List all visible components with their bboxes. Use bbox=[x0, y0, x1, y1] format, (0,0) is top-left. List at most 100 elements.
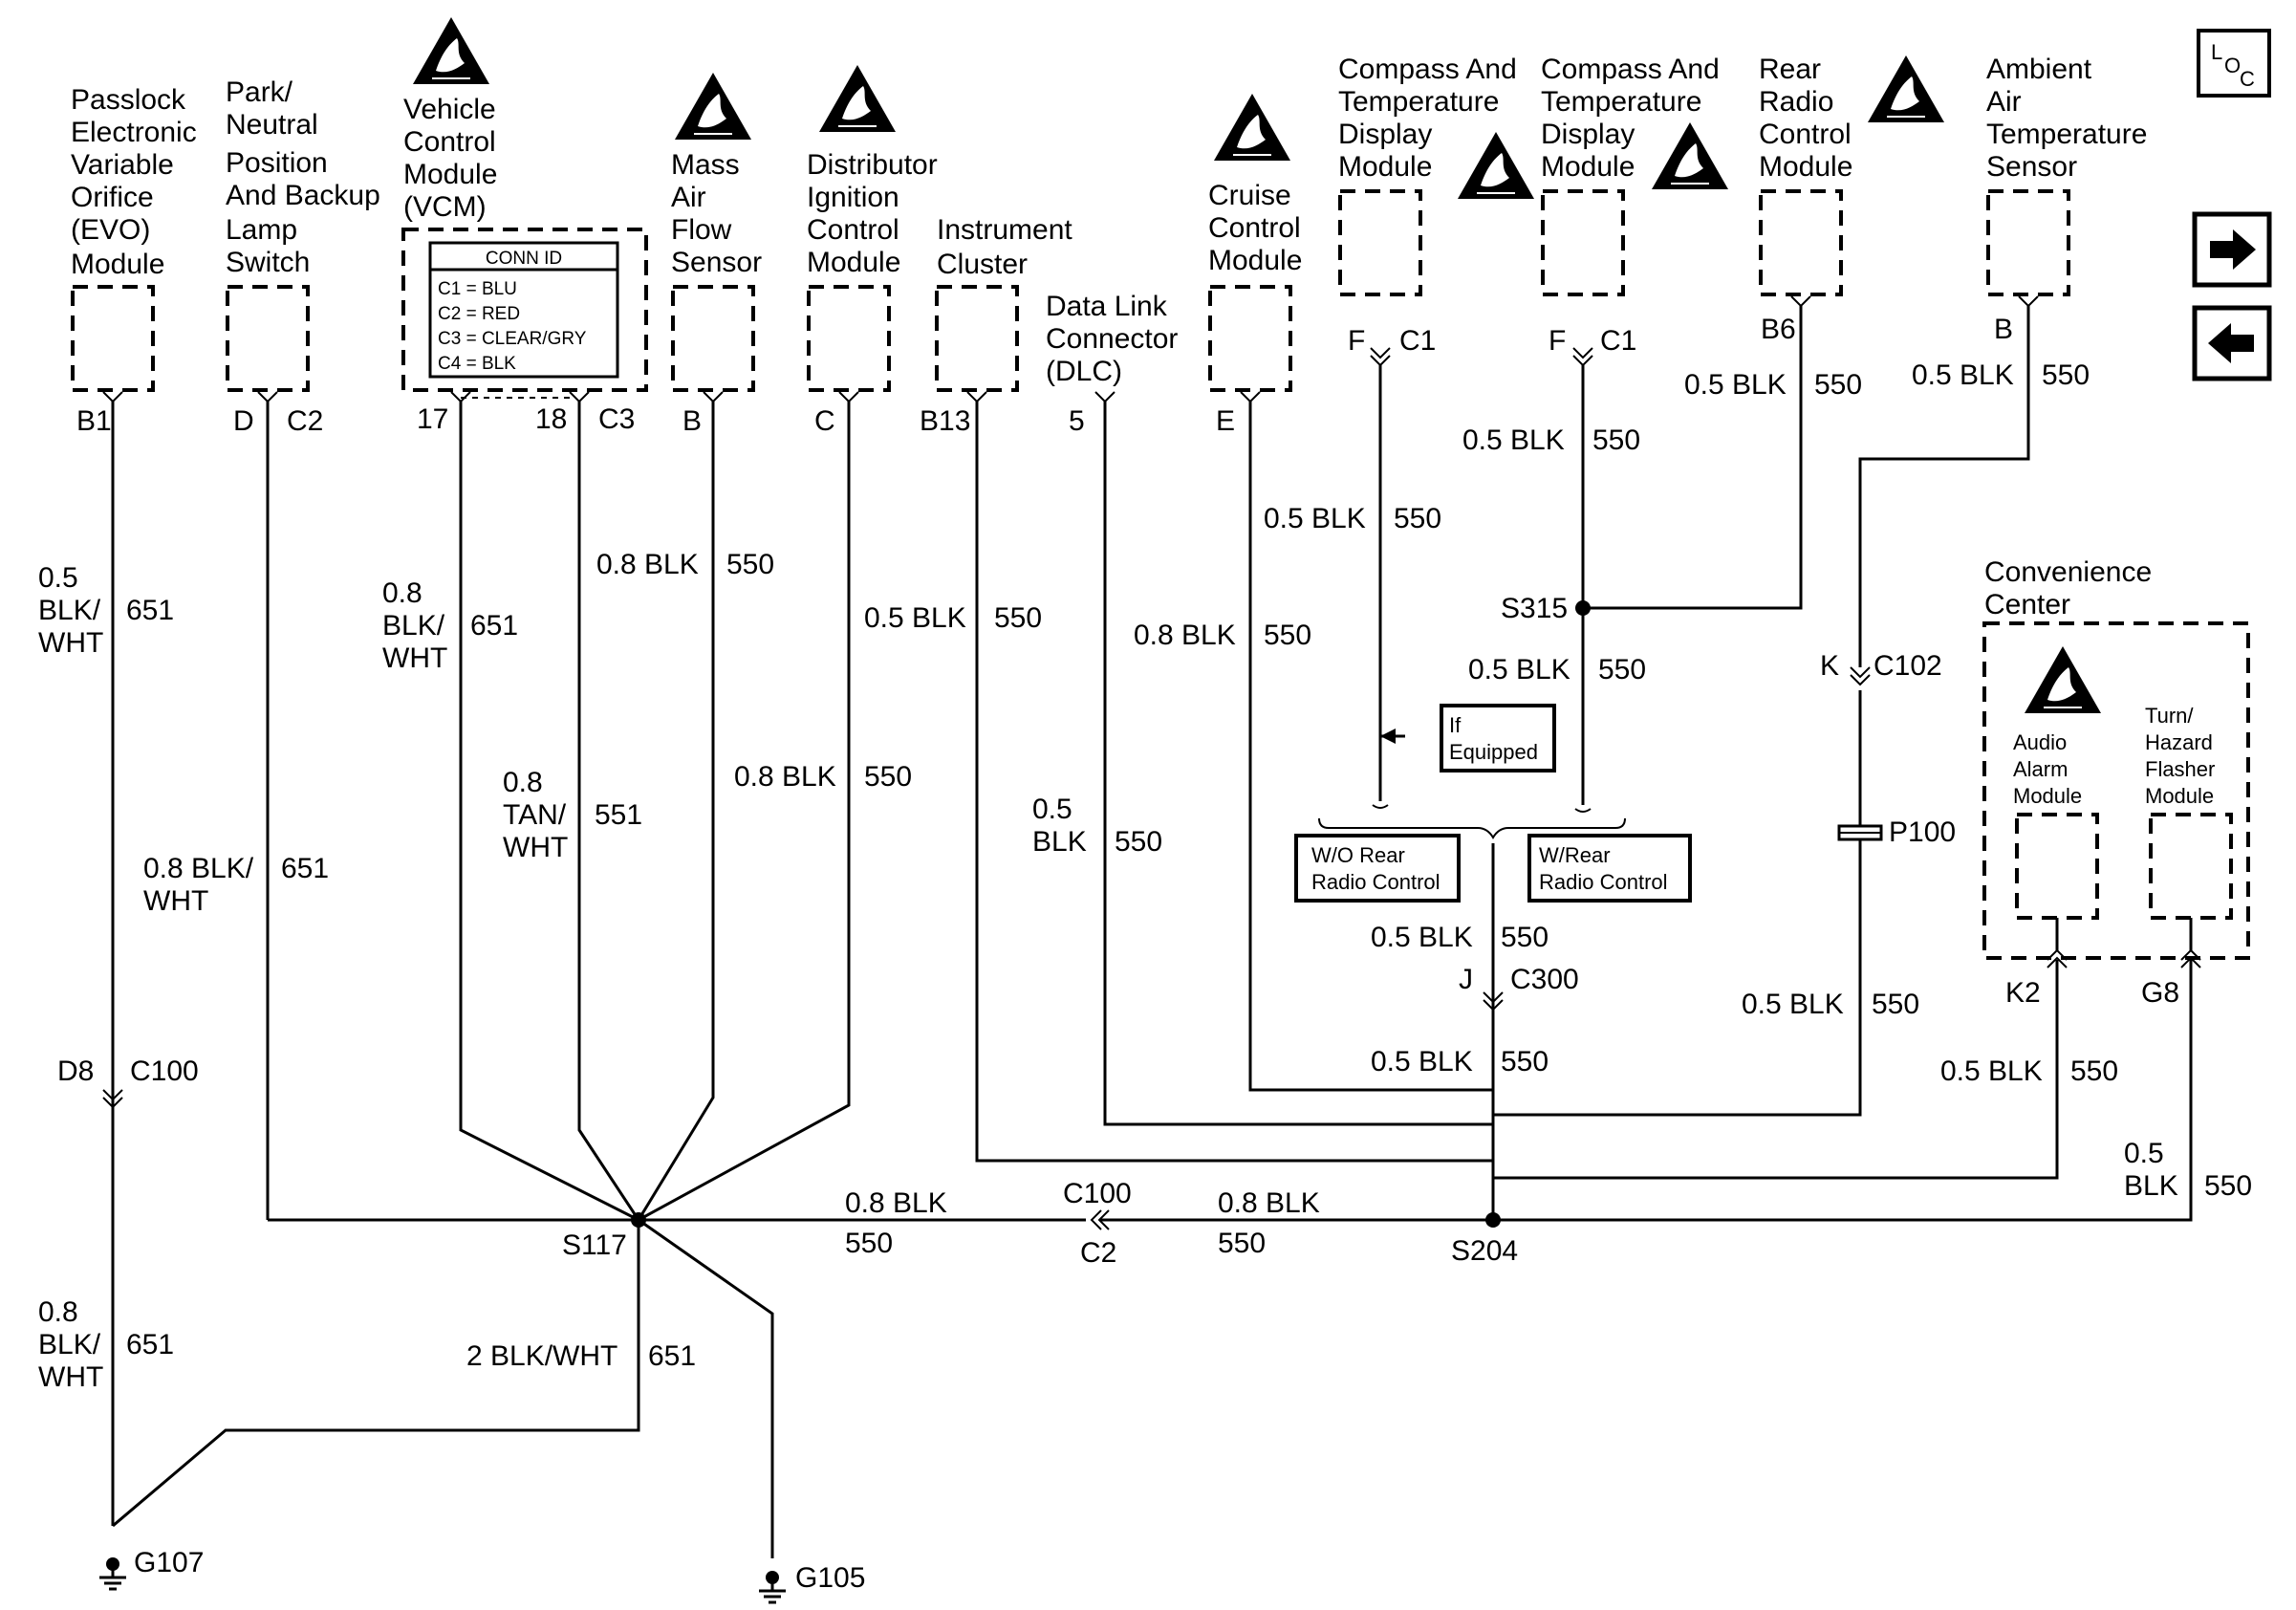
wire-label: 0.8 BLK/ WHT bbox=[382, 577, 452, 674]
turn-hazard-module-box bbox=[2149, 813, 2233, 920]
circuit-label: 651 bbox=[126, 1329, 174, 1360]
cruise-module-box bbox=[1208, 285, 1292, 392]
ambient-temp-sensor-label: Ambient Air Temperature Sensor bbox=[1986, 54, 2155, 183]
park-neutral-switch-label: Park/ Neutral Position And Backup Lamp S… bbox=[226, 76, 388, 278]
conn-id-row: C4 = BLK bbox=[438, 354, 516, 374]
wire-label: 0.8 TAN/ WHT bbox=[503, 767, 574, 863]
maf-sensor-label: Mass Air Flow Sensor bbox=[671, 149, 762, 278]
circuit-label: 550 bbox=[845, 1228, 893, 1259]
ground-icon bbox=[766, 1571, 779, 1584]
svg-text:L: L bbox=[2211, 40, 2222, 64]
esd-warning-icon bbox=[2024, 645, 2102, 714]
if-equipped-box: If Equipped bbox=[1440, 704, 1556, 772]
ignition-module-box bbox=[807, 285, 891, 392]
esd-warning-icon bbox=[818, 64, 897, 133]
option-bracket bbox=[1318, 817, 1626, 839]
circuit-label: 651 bbox=[648, 1340, 696, 1372]
svg-text:C: C bbox=[2240, 67, 2255, 91]
inline-connectors bbox=[102, 666, 2201, 1230]
ambient-sensor-box bbox=[1986, 189, 2070, 296]
arrow-icon bbox=[1380, 729, 1396, 744]
cruise-control-module-label: Cruise Control Module bbox=[1208, 180, 1309, 276]
connector-label: C1 bbox=[1600, 325, 1636, 357]
svg-text:W/Rear: W/Rear bbox=[1539, 843, 1611, 867]
connector-label: C100 bbox=[1063, 1178, 1132, 1209]
svg-text:Radio Control: Radio Control bbox=[1311, 870, 1440, 894]
wire-label: 0.5 BLK bbox=[1264, 503, 1366, 534]
pin-label: 18 bbox=[535, 403, 567, 435]
loc-icon: L O C bbox=[2197, 29, 2271, 98]
pin-label: F bbox=[1348, 325, 1365, 357]
passlock-module-box bbox=[71, 285, 155, 392]
pin-label: D bbox=[233, 405, 254, 437]
connector-label: C100 bbox=[130, 1055, 199, 1087]
circuit-label: 651 bbox=[281, 853, 329, 884]
p100-connector bbox=[1837, 824, 1883, 841]
wire-network bbox=[111, 306, 2193, 1558]
wire-label: 0.5 BLK bbox=[2124, 1138, 2178, 1202]
circuit-label: 550 bbox=[2204, 1170, 2252, 1202]
pin-label: B1 bbox=[76, 405, 112, 437]
svg-text:If: If bbox=[1449, 713, 1462, 737]
splice-s315 bbox=[1575, 600, 1591, 616]
pin-label: G8 bbox=[2141, 977, 2179, 1009]
circuit-label: 550 bbox=[1592, 424, 1640, 456]
pin-label: F bbox=[1549, 325, 1566, 357]
compass-module-1-box bbox=[1338, 189, 1422, 296]
ground-label: G107 bbox=[134, 1547, 204, 1578]
pin-label: J bbox=[1459, 964, 1473, 995]
wire-label: 0.5 BLK bbox=[864, 602, 966, 634]
wire-label: 0.8 BLK bbox=[1134, 620, 1236, 651]
circuit-label: 550 bbox=[1872, 989, 1919, 1020]
convenience-center-box bbox=[1982, 621, 2250, 960]
wire-label: 0.8 BLK bbox=[734, 761, 836, 793]
conn-id-row: C2 = RED bbox=[438, 304, 520, 324]
pin-label: E bbox=[1216, 405, 1235, 437]
pin-label: C bbox=[814, 405, 835, 437]
pin-label: 5 bbox=[1069, 405, 1085, 437]
pin-label: C3 bbox=[598, 403, 635, 435]
pin-label: D8 bbox=[57, 1055, 94, 1087]
rear-radio-module-label: Rear Radio Control Module bbox=[1759, 54, 1859, 183]
circuit-label: 550 bbox=[2070, 1055, 2118, 1087]
ground-icon bbox=[97, 1566, 128, 1591]
circuit-label: 651 bbox=[126, 595, 174, 626]
wire-label: 0.5 BLK bbox=[1468, 654, 1570, 685]
esd-warning-icon bbox=[1651, 121, 1729, 190]
wire-label: 0.8 BLK/ WHT bbox=[38, 1296, 108, 1393]
circuit-label: 550 bbox=[1218, 1228, 1266, 1259]
circuit-label: 550 bbox=[1264, 620, 1311, 651]
with-rear-radio-box: W/Rear Radio Control bbox=[1527, 834, 1692, 903]
splice-label: S117 bbox=[562, 1229, 627, 1261]
pin-label: B6 bbox=[1761, 314, 1796, 345]
circuit-label: 550 bbox=[1394, 503, 1441, 534]
wire-label: 2 BLK/WHT bbox=[466, 1340, 617, 1372]
wire-label: 0.8 BLK bbox=[596, 549, 699, 580]
wire-label: 0.5 BLK bbox=[1371, 922, 1473, 953]
previous-page-button[interactable] bbox=[2192, 305, 2272, 381]
wire-label: 0.5 BLK bbox=[1912, 359, 2014, 391]
conn-id-row: C3 = CLEAR/GRY bbox=[438, 329, 587, 349]
connector-label: C1 bbox=[1399, 325, 1436, 357]
p100-label: P100 bbox=[1889, 816, 1956, 848]
pin-label: B13 bbox=[920, 405, 970, 437]
pin-label: K bbox=[1820, 650, 1839, 682]
audio-alarm-module-label: Audio Alarm Module bbox=[2013, 730, 2082, 808]
conn-id-title: CONN ID bbox=[486, 249, 562, 269]
without-rear-radio-box: W/O Rear Radio Control bbox=[1294, 834, 1461, 903]
ground-icon bbox=[106, 1557, 119, 1571]
dlc-label: Data Link Connector (DLC) bbox=[1046, 291, 1186, 387]
circuit-label: 550 bbox=[1501, 922, 1549, 953]
circuit-label: 550 bbox=[864, 761, 912, 793]
esd-warning-icon bbox=[1867, 54, 1945, 123]
wire-label: 0.8 BLK bbox=[1218, 1187, 1320, 1219]
next-page-button[interactable] bbox=[2192, 211, 2272, 288]
circuit-label: 551 bbox=[595, 799, 642, 831]
splice-s204 bbox=[1485, 1212, 1501, 1228]
esd-warning-icon bbox=[674, 72, 752, 141]
pin-label: C2 bbox=[287, 405, 323, 437]
circuit-label: 550 bbox=[726, 549, 774, 580]
conn-id-table: CONN ID C1 = BLU C2 = RED C3 = CLEAR/GRY… bbox=[428, 241, 619, 379]
splice-label: S315 bbox=[1501, 593, 1568, 624]
